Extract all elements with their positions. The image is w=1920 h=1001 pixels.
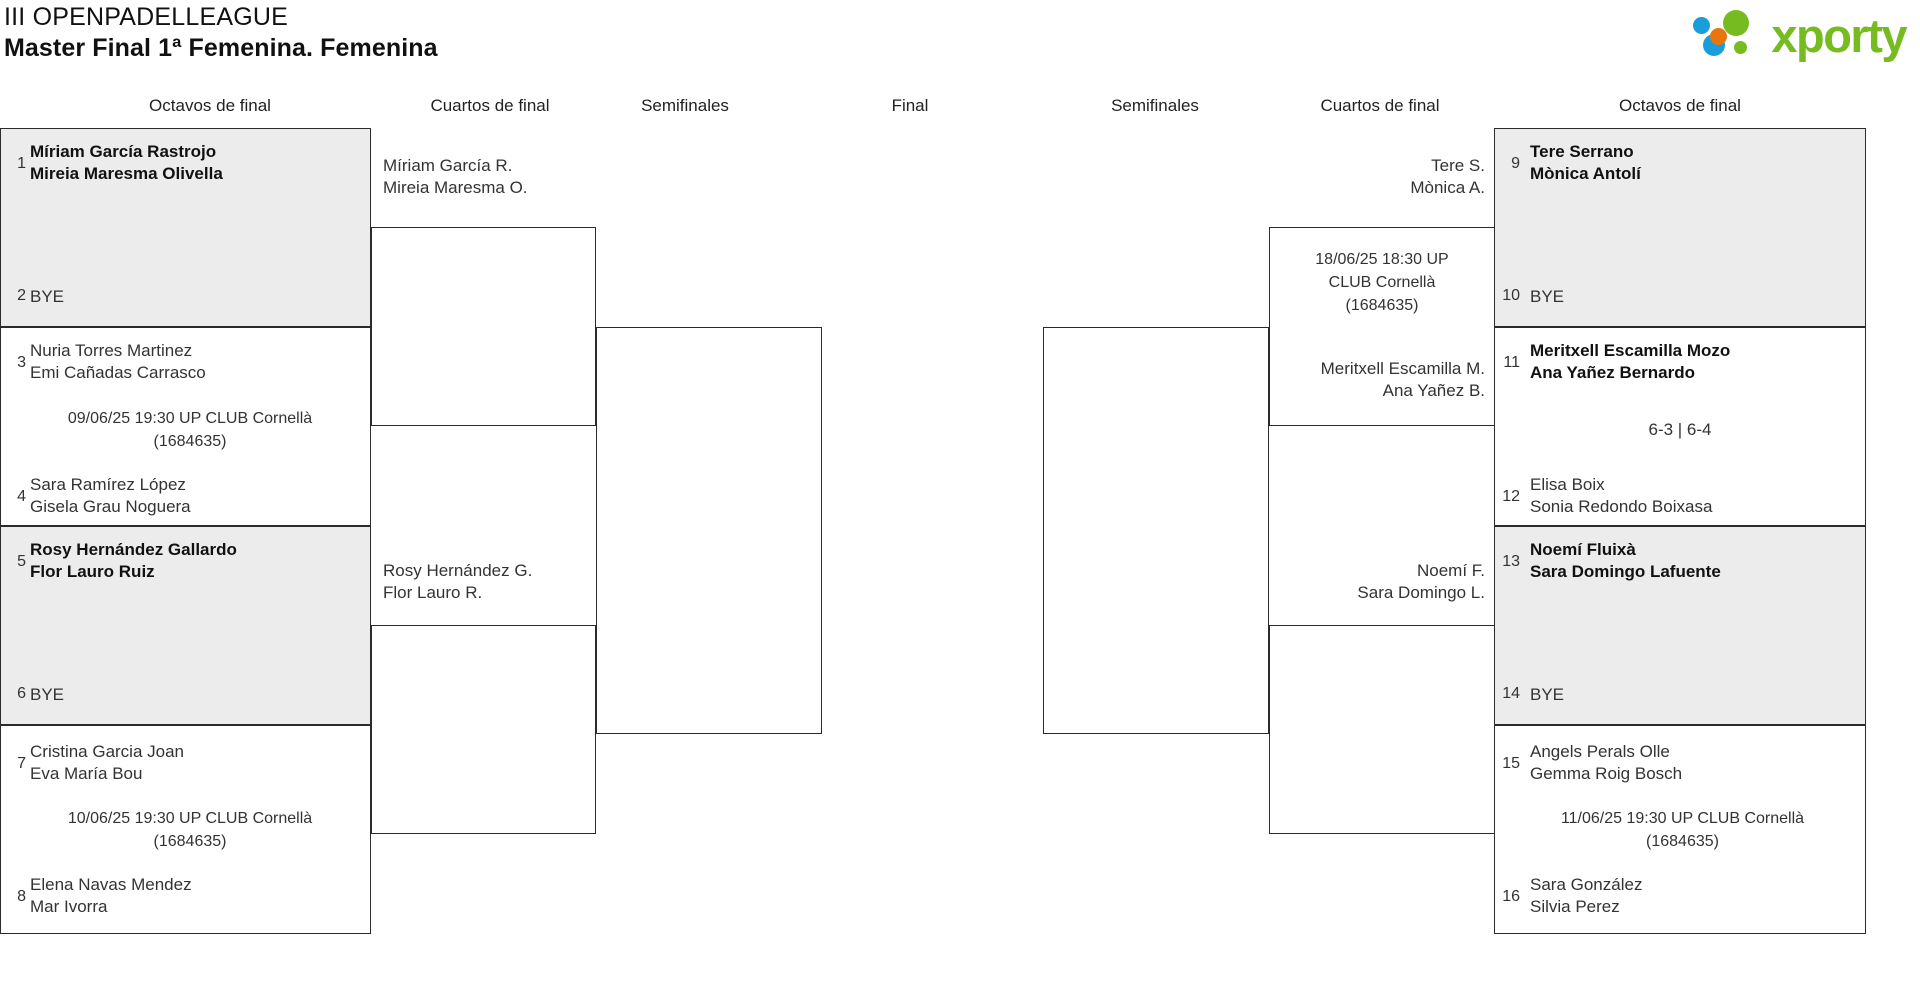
seed-number: 14 — [1502, 685, 1520, 702]
qf-team-name-line1: Tere S. — [1431, 156, 1485, 175]
seed-number: 11 — [1503, 354, 1520, 371]
seed-number: 10 — [1502, 287, 1520, 304]
seed-number: 12 — [1502, 488, 1520, 505]
seed-number: 13 — [1502, 553, 1520, 570]
logo-dots-icon — [1693, 8, 1765, 62]
match-info-line2: (1684635) — [153, 433, 227, 450]
qf-team-name-line2: Mireia Maresma O. — [383, 178, 528, 197]
seed-number: 7 — [17, 755, 26, 772]
bye-label: BYE — [30, 287, 65, 306]
match-box-left-qf-2[interactable] — [371, 625, 596, 834]
team-name-line1: Rosy Hernández Gallardo — [30, 540, 237, 559]
bye-label: BYE — [1530, 685, 1565, 704]
match-box-right-qf-1[interactable] — [1269, 227, 1495, 426]
bye-label: BYE — [1530, 287, 1565, 306]
team-name-line2: Mar Ivorra — [30, 897, 108, 916]
seed-number: 15 — [1502, 755, 1520, 772]
page-title: Master Final 1ª Femenina. Femenina — [4, 34, 438, 62]
team-name-line1: Elena Navas Mendez — [30, 875, 192, 894]
match-info-line2: (1684635) — [1646, 833, 1719, 850]
team-name-line1: Angels Perals Olle — [1530, 742, 1670, 761]
qf-team-name-line1: Míriam García R. — [383, 156, 513, 175]
seed-number: 5 — [17, 553, 26, 570]
round-header-semifinales-right: Semifinales — [1111, 96, 1199, 115]
seed-number: 2 — [17, 287, 26, 304]
team-name-line2: Sara Domingo Lafuente — [1530, 562, 1721, 581]
team-name-line2: Mònica Antolí — [1530, 164, 1641, 183]
seed-number: 16 — [1502, 888, 1520, 905]
qf-match-info-line2: CLUB Cornellà — [1328, 274, 1436, 291]
team-name-line1: Meritxell Escamilla Mozo — [1530, 341, 1731, 360]
team-name-line2: Gisela Grau Noguera — [30, 497, 191, 516]
round-header-final: Final — [891, 96, 929, 115]
match-info-line1: 10/06/25 19:30 UP CLUB Cornellà — [67, 810, 313, 827]
seed-number: 1 — [17, 155, 26, 172]
qf-team-name-line1: Rosy Hernández G. — [383, 561, 533, 580]
logo-wordmark: xporty — [1771, 8, 1907, 62]
team-name-line1: Nuria Torres Martinez — [30, 341, 193, 360]
round-header-octavos-left: Octavos de final — [149, 96, 271, 115]
match-box-right-sf-1[interactable] — [1043, 327, 1269, 734]
match-box-right-2[interactable] — [1494, 327, 1866, 526]
team-name-line1: Sara González — [1530, 875, 1643, 894]
team-name-line2: Flor Lauro Ruiz — [30, 562, 155, 581]
page-header: III OPENPADELLEAGUE Master Final 1ª Feme… — [0, 0, 1920, 78]
team-name-line1: Sara Ramírez López — [30, 475, 186, 494]
match-box-right-3[interactable] — [1494, 526, 1866, 725]
match-box-left-4[interactable] — [0, 725, 371, 934]
team-name-line2: Eva María Bou — [30, 764, 143, 783]
match-box-right-qf-2[interactable] — [1269, 625, 1495, 834]
xporty-logo[interactable]: xporty — [1693, 6, 1907, 64]
match-score: 6-3 | 6-4 — [1648, 420, 1712, 439]
match-info-line2: (1684635) — [153, 833, 227, 850]
match-box-left-1[interactable] — [0, 128, 371, 327]
match-box-left-2[interactable] — [0, 327, 371, 526]
team-name-line2: Sonia Redondo Boixasa — [1530, 497, 1713, 516]
round-header-cuartos-right: Cuartos de final — [1320, 96, 1440, 115]
team-name-line2: Silvia Perez — [1530, 897, 1620, 916]
match-box-left-qf-1[interactable] — [371, 227, 596, 426]
team-name-line1: Tere Serrano — [1530, 142, 1634, 161]
match-info-line1: 11/06/25 19:30 UP CLUB Cornellà — [1560, 810, 1805, 827]
seed-number: 9 — [1511, 155, 1520, 172]
tournament-name: III OPENPADELLEAGUE — [4, 3, 288, 31]
round-header-cuartos-left: Cuartos de final — [430, 96, 550, 115]
bye-label: BYE — [30, 685, 65, 704]
qf-team-name-line1: Meritxell Escamilla M. — [1320, 359, 1485, 378]
match-box-left-sf-1[interactable] — [596, 327, 822, 734]
team-name-line2: Emi Cañadas Carrasco — [30, 363, 206, 382]
team-name-line2: Ana Yañez Bernardo — [1530, 363, 1696, 382]
round-header-octavos-right: Octavos de final — [1619, 96, 1741, 115]
team-name-line1: Elisa Boix — [1530, 475, 1605, 494]
seed-number: 8 — [17, 888, 26, 905]
qf-team-name-line2: Flor Lauro R. — [383, 583, 483, 602]
qf-team-name-line2: Mònica A. — [1410, 178, 1485, 197]
seed-number: 4 — [17, 488, 26, 505]
seed-number: 6 — [17, 685, 26, 702]
team-name-line2: Gemma Roig Bosch — [1530, 764, 1683, 783]
match-box-right-4[interactable] — [1494, 725, 1866, 934]
qf-team-name-line2: Ana Yañez B. — [1382, 381, 1485, 400]
match-box-right-1[interactable] — [1494, 128, 1866, 327]
title-block: III OPENPADELLEAGUE Master Final 1ª Feme… — [4, 2, 438, 64]
team-name-line2: Mireia Maresma Olivella — [30, 164, 223, 183]
seed-number: 3 — [17, 354, 26, 371]
qf-match-info-line1: 18/06/25 18:30 UP — [1315, 251, 1449, 268]
qf-team-name-line2: Sara Domingo L. — [1357, 583, 1485, 602]
team-name-line1: Míriam García Rastrojo — [30, 142, 217, 161]
match-info-line1: 09/06/25 19:30 UP CLUB Cornellà — [67, 410, 313, 427]
match-box-left-3[interactable] — [0, 526, 371, 725]
qf-match-info-line3: (1684635) — [1345, 297, 1419, 314]
team-name-line1: Noemí Fluixà — [1530, 540, 1636, 559]
qf-team-name-line1: Noemí F. — [1416, 561, 1485, 580]
round-header-semifinales-left: Semifinales — [641, 96, 729, 115]
team-name-line1: Cristina Garcia Joan — [30, 742, 185, 761]
